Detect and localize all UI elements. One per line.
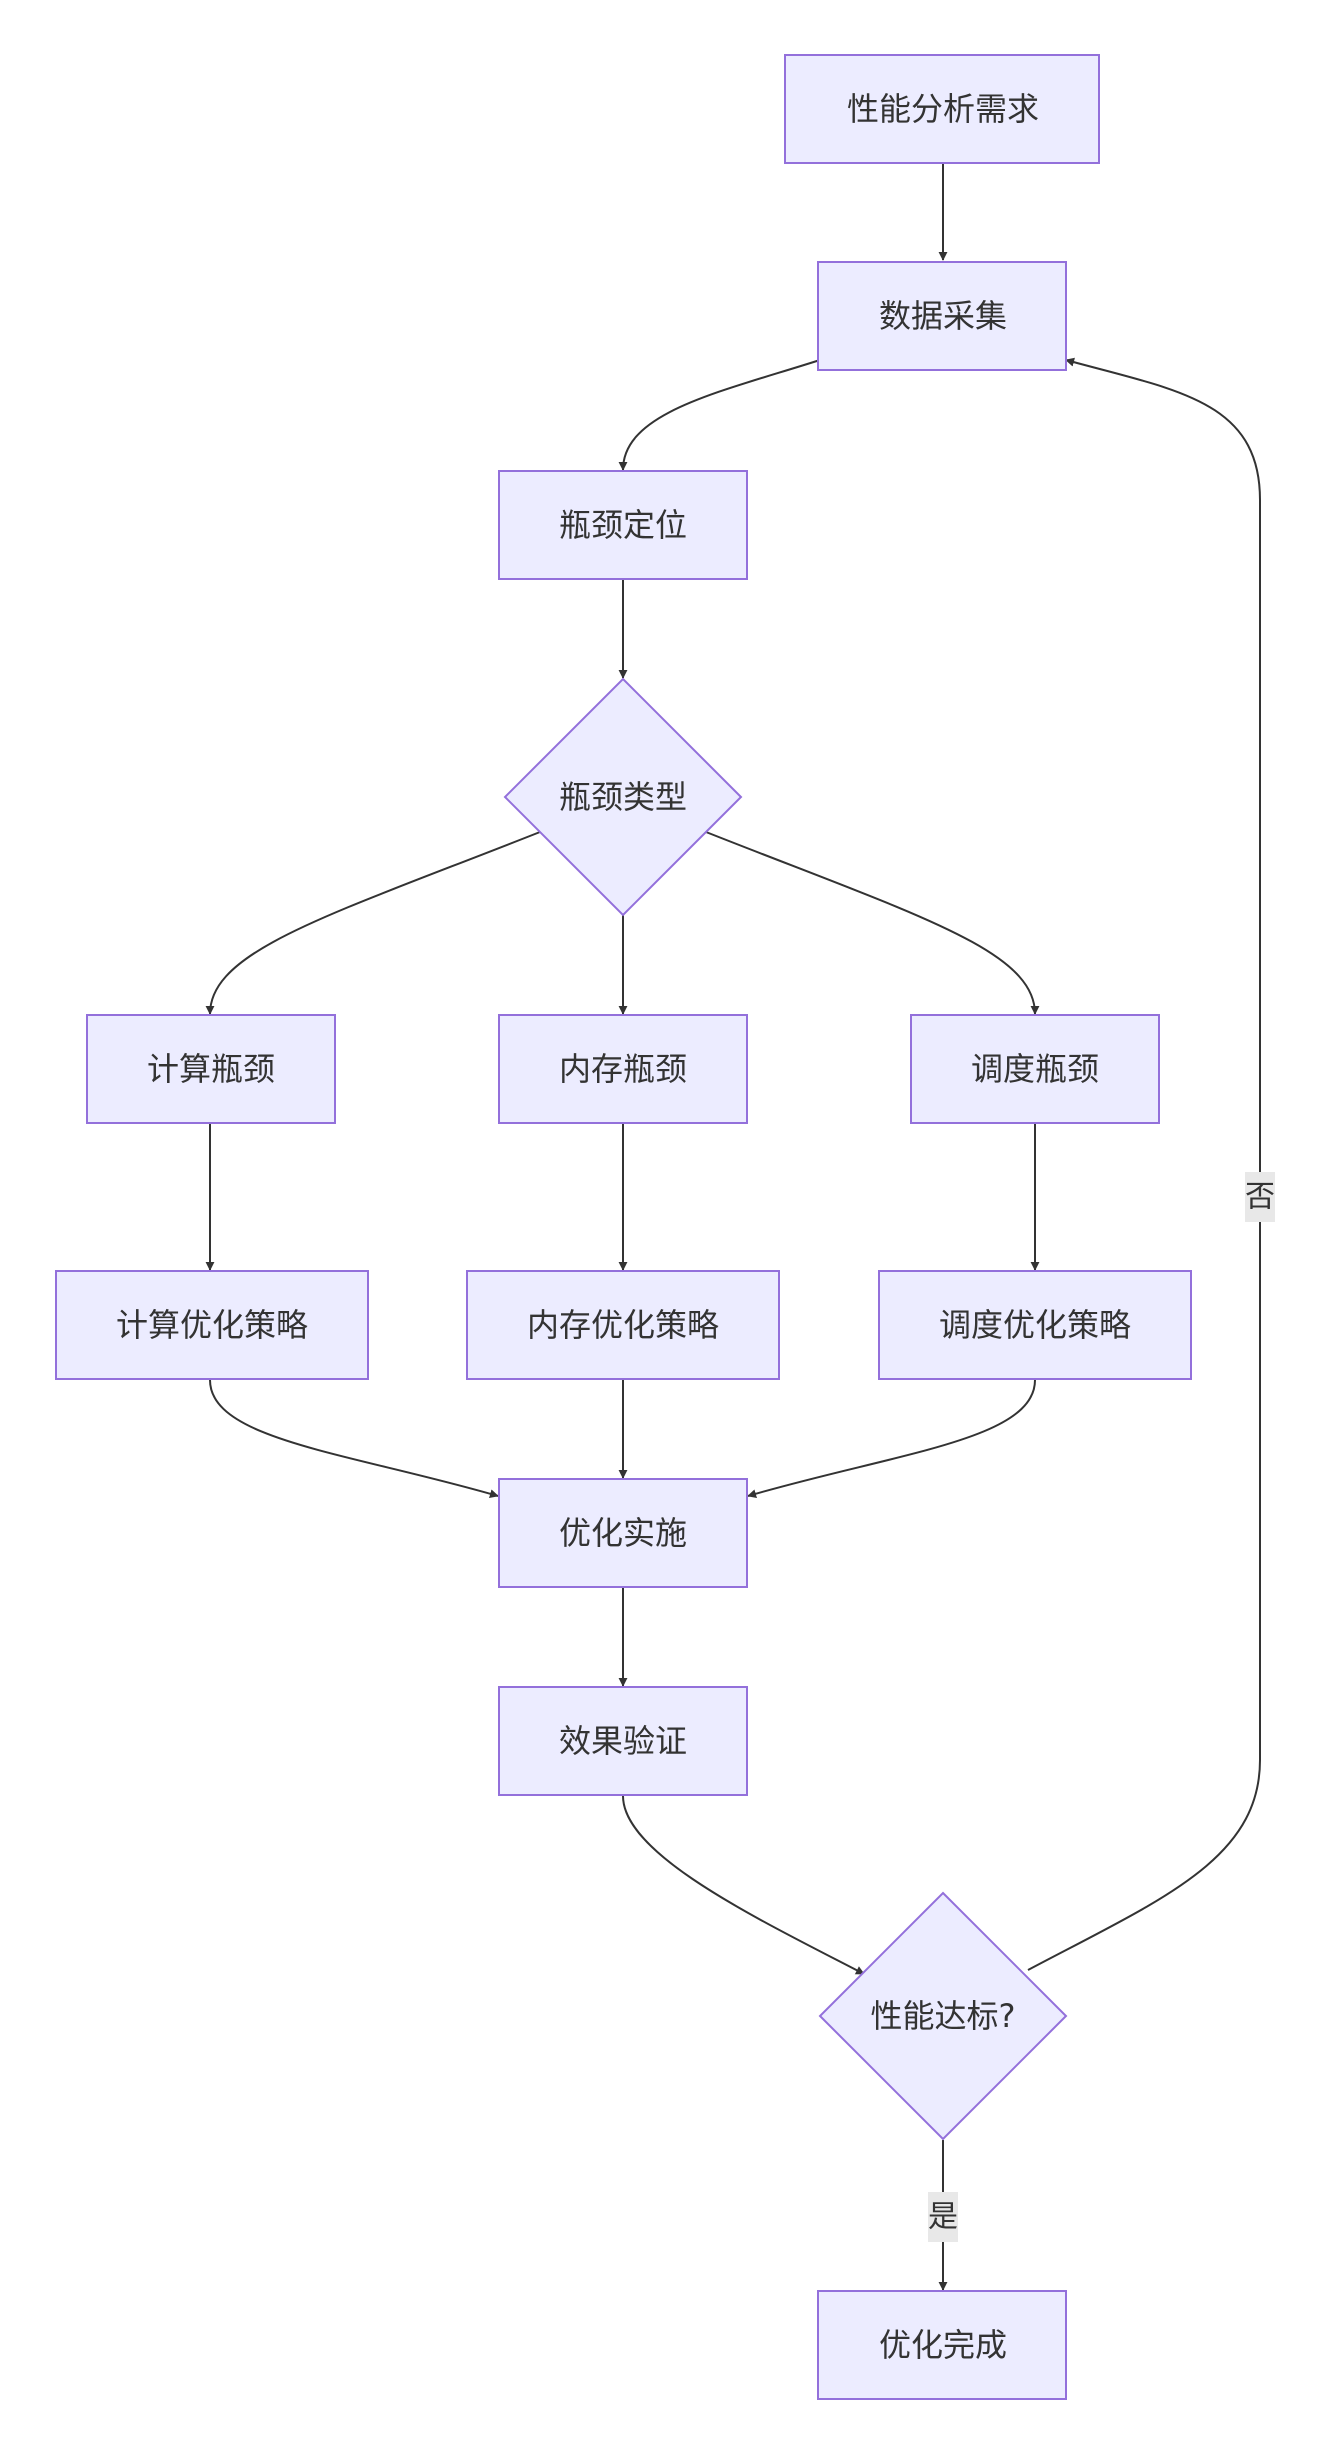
node-schedule-bottleneck[interactable]: 调度瓶颈 xyxy=(910,1014,1160,1124)
node-effect-verify[interactable]: 效果验证 xyxy=(498,1686,748,1796)
node-compute-bottleneck-label: 计算瓶颈 xyxy=(147,1050,275,1088)
node-memory-strategy-box xyxy=(466,1270,780,1380)
node-schedule-strategy[interactable]: 调度优化策略 xyxy=(878,1270,1192,1380)
edge-label-yes: 是 xyxy=(928,2192,958,2242)
node-perf-met[interactable]: 性能达标? xyxy=(818,1891,1068,2141)
node-bottleneck-locate[interactable]: 瓶颈定位 xyxy=(498,470,748,580)
node-optimize-impl-label: 优化实施 xyxy=(559,1514,687,1552)
node-schedule-bottleneck-label: 调度瓶颈 xyxy=(971,1050,1099,1088)
edge-label-yes-text: 是 xyxy=(928,2200,958,2235)
node-compute-strategy[interactable]: 计算优化策略 xyxy=(55,1270,369,1380)
node-optimize-impl[interactable]: 优化实施 xyxy=(498,1478,748,1588)
node-data-collection-label: 数据采集 xyxy=(879,297,1007,335)
node-perf-requirement-label: 性能分析需求 xyxy=(847,90,1039,128)
edge-label-no-background xyxy=(1245,1172,1275,1222)
edge-check-no-to-collection xyxy=(1027,357,1261,1971)
node-memory-strategy[interactable]: 内存优化策略 xyxy=(466,1270,780,1380)
node-perf-requirement[interactable]: 性能分析需求 xyxy=(784,54,1100,164)
edges xyxy=(205,164,1261,2291)
edge-type-to-schedule xyxy=(705,831,1040,1015)
node-bottleneck-locate-box xyxy=(498,470,748,580)
edge-type-to-compute xyxy=(205,831,541,1015)
edge-compute-strategy-to-impl xyxy=(209,1379,499,1499)
node-bottleneck-type[interactable]: 瓶颈类型 xyxy=(503,677,743,917)
node-data-collection-box xyxy=(817,261,1067,371)
node-compute-bottleneck[interactable]: 计算瓶颈 xyxy=(86,1014,336,1124)
node-bottleneck-type-diamond xyxy=(503,677,743,917)
node-compute-strategy-box xyxy=(55,1270,369,1380)
node-perf-requirement-box xyxy=(784,54,1100,164)
edge-schedule-strategy-to-impl xyxy=(747,1379,1036,1499)
node-optimize-done[interactable]: 优化完成 xyxy=(817,2290,1067,2400)
edge-label-no-text: 否 xyxy=(1245,1180,1275,1215)
node-effect-verify-box xyxy=(498,1686,748,1796)
node-optimize-done-label: 优化完成 xyxy=(879,2326,1007,2364)
node-optimize-done-box xyxy=(817,2290,1067,2400)
node-bottleneck-locate-label: 瓶颈定位 xyxy=(559,506,687,544)
node-compute-bottleneck-box xyxy=(86,1014,336,1124)
node-compute-strategy-label: 计算优化策略 xyxy=(116,1306,308,1344)
edge-label-yes-background xyxy=(928,2192,958,2242)
node-data-collection[interactable]: 数据采集 xyxy=(817,261,1067,371)
node-memory-strategy-label: 内存优化策略 xyxy=(527,1306,719,1344)
edge-verify-to-check xyxy=(622,1795,865,1975)
node-effect-verify-label: 效果验证 xyxy=(559,1722,687,1760)
node-bottleneck-type-label: 瓶颈类型 xyxy=(559,778,687,816)
node-memory-bottleneck[interactable]: 内存瓶颈 xyxy=(498,1014,748,1124)
node-schedule-strategy-box xyxy=(878,1270,1192,1380)
node-schedule-bottleneck-box xyxy=(910,1014,1160,1124)
edge-collection-to-locate xyxy=(618,359,821,471)
edge-label-no: 否 xyxy=(1245,1172,1275,1222)
node-perf-met-label: 性能达标? xyxy=(871,1997,1016,2035)
node-schedule-strategy-label: 调度优化策略 xyxy=(939,1306,1131,1344)
node-memory-bottleneck-box xyxy=(498,1014,748,1124)
node-perf-met-diamond xyxy=(818,1891,1068,2141)
node-optimize-impl-box xyxy=(498,1478,748,1588)
node-memory-bottleneck-label: 内存瓶颈 xyxy=(559,1050,687,1088)
